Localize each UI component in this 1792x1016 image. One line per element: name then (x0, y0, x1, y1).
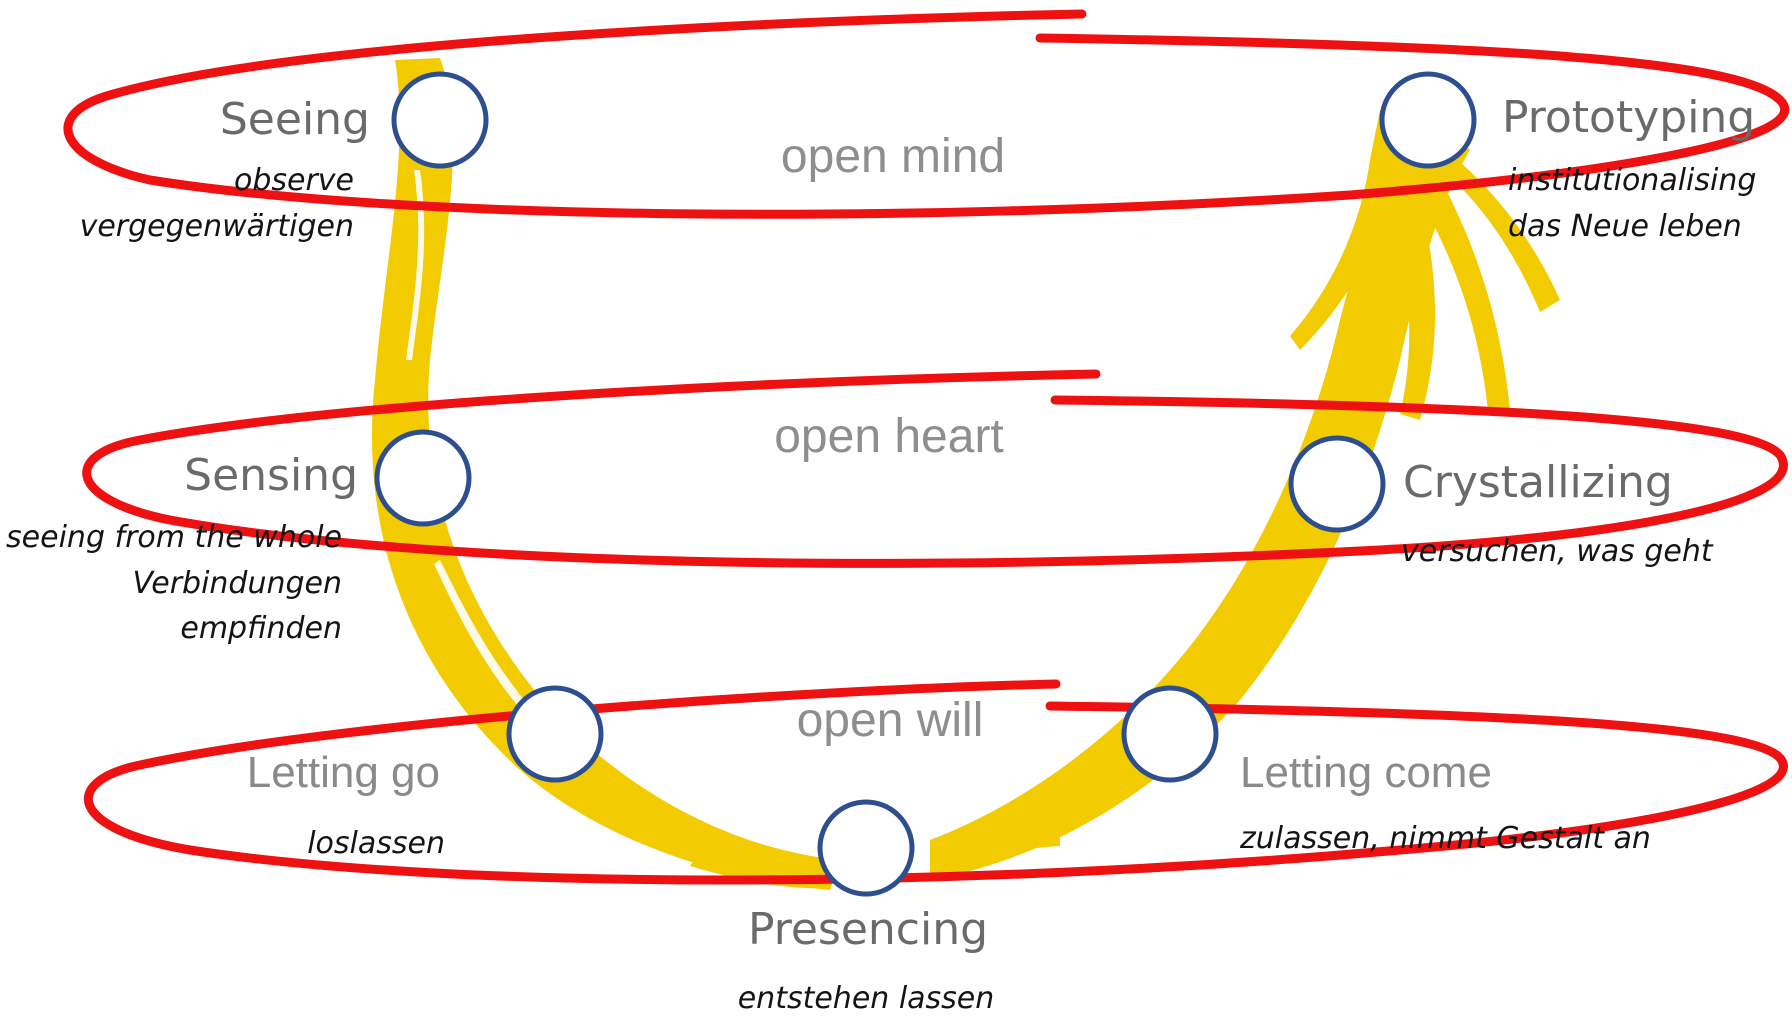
ring-open-will (83, 679, 1788, 885)
node-seeing (391, 71, 489, 169)
node-letting-go (506, 685, 604, 783)
stage-title-sensing: Sensing (184, 450, 358, 501)
seeing-line-1: observe (234, 163, 354, 198)
right-ribbon-foot (940, 830, 1060, 868)
stage-title-letting-come: Letting come (1240, 748, 1492, 797)
stage-title-crystallizing: Crystallizing (1403, 457, 1673, 508)
node-prototyping (1379, 71, 1477, 169)
sensing-line-3: empfinden (180, 611, 342, 646)
prototyping-line-1: institutionalising (1508, 163, 1756, 198)
stage-title-seeing: Seeing (220, 94, 370, 145)
level-rings (63, 9, 1790, 885)
letting-go-line-1: loslassen (307, 826, 445, 861)
stage-title-prototyping: Prototyping (1502, 92, 1755, 143)
level-label-open-mind: open mind (781, 130, 1005, 183)
left-ribbon-highlight (406, 170, 425, 360)
stage-title-presencing: Presencing (748, 904, 988, 955)
stage-nodes (374, 71, 1477, 897)
node-letting-come (1121, 685, 1219, 783)
level-label-open-heart: open heart (774, 410, 1004, 463)
node-crystallizing (1288, 435, 1386, 533)
crystallizing-line-1: versuchen, was geht (1401, 534, 1714, 569)
prototyping-line-2: das Neue leben (1508, 209, 1742, 244)
seeing-line-2: vergegenwärtigen (80, 209, 354, 244)
ring-open-heart (82, 369, 1788, 568)
sensing-line-2: Verbindungen (132, 566, 342, 601)
stage-title-letting-go: Letting go (247, 748, 440, 797)
left-ribbon-highlight-lower (434, 560, 560, 744)
left-ribbon-arm (371, 58, 840, 890)
ring-open-mind (63, 9, 1790, 219)
letting-come-line-1: zulassen, nimmt Gestalt an (1239, 821, 1651, 856)
sensing-line-1: seeing from the whole (6, 520, 342, 555)
node-sensing (374, 429, 472, 527)
right-ribbon-fingers (1290, 110, 1560, 420)
level-label-open-will: open will (797, 694, 984, 747)
presencing-line-1: entstehen lassen (738, 981, 995, 1016)
node-presencing (817, 799, 915, 897)
